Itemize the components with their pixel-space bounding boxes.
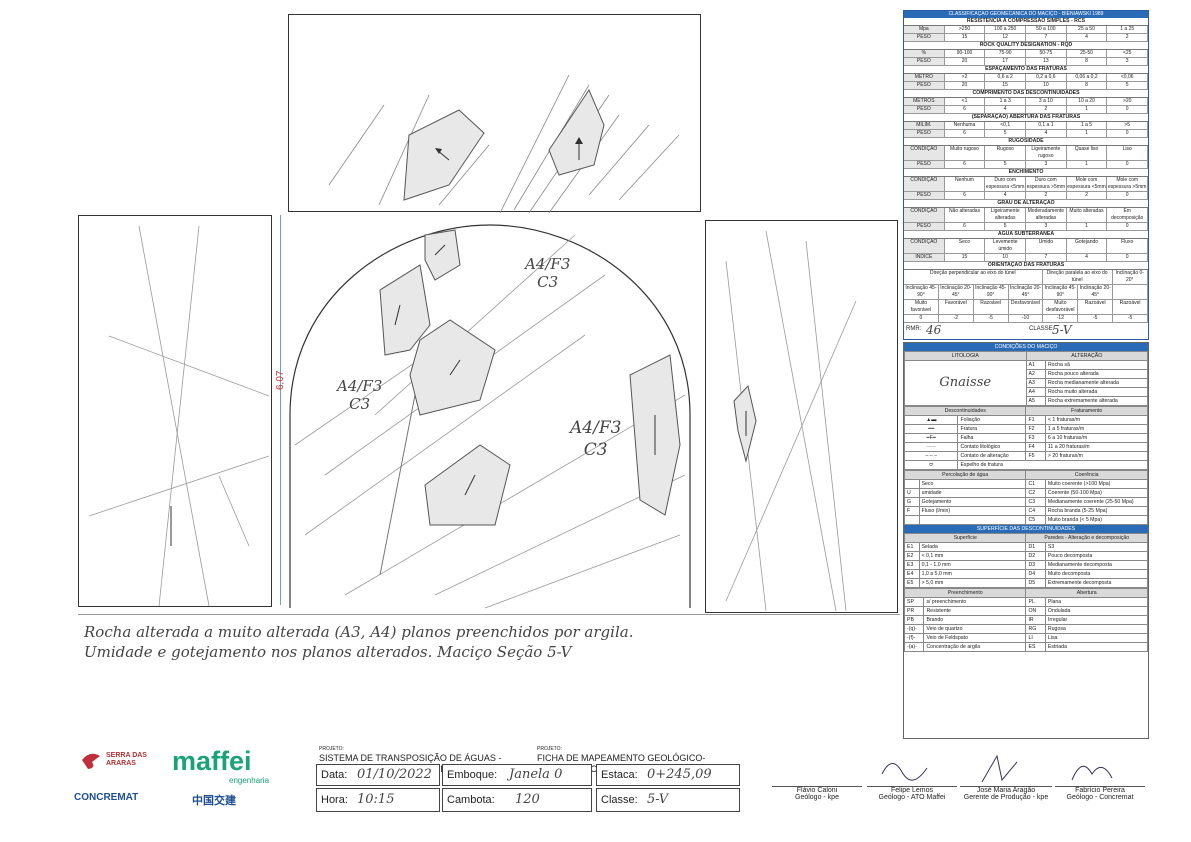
section-title: ROCK QUALITY DESIGNATION - RQD — [904, 42, 1148, 50]
tunnel-front-drawing — [289, 224, 691, 609]
data-field: Data:01/10/2022 — [316, 764, 440, 786]
emboque-field: Emboque:Janela 0 — [442, 764, 592, 786]
crown-sketch-frame — [288, 14, 701, 213]
mirror-symbol: ⬭ — [903, 460, 959, 470]
macaw-icon — [82, 753, 100, 769]
section-title: (SEPARAÇÃO) ABERTURA DAS FRATURAS — [904, 114, 1148, 122]
orientation-row-1: Direção perpendicular ao eixo do túnel D… — [904, 270, 1148, 285]
section-title: GRAU DE ALTERAÇÃO — [904, 200, 1148, 208]
height-dimension-label: 6,07 — [275, 370, 286, 390]
projeto-label: PROJETO: — [319, 746, 344, 752]
classification-title: CLASSIFICAÇÃO GEOMECÂNICA DO MACIÇO - BI… — [904, 11, 1148, 18]
classe-value: 5-V — [1052, 323, 1072, 337]
projeto2-label: PROJETO: — [537, 746, 562, 752]
right-wall-sketch — [725, 230, 857, 612]
serra-logo: SERRA DAS ARARAS — [80, 750, 160, 772]
signatures-drawing — [881, 754, 1113, 783]
section-title: ENCHIMENTO — [904, 169, 1148, 177]
fault-symbol: ━F━ — [903, 433, 959, 443]
orientation-row-2: Inclinação 45-90° Inclinação 20-45° Incl… — [904, 285, 1149, 300]
section-title: COMPRIMENTO DAS DESCONTINUIDADES — [904, 90, 1148, 98]
crcc-logo: 中国交建 — [192, 795, 236, 807]
litologia-value: Gnaisse — [904, 360, 1027, 406]
legend-title: CONDIÇÕES DO MACIÇO — [904, 343, 1148, 351]
section-title: RESISTÊNCIA A COMPRESSÃO SIMPLES - RCS — [904, 18, 1148, 26]
section-title: ÁGUA SUBTERRÂNEA — [904, 231, 1148, 239]
description-line-1: Rocha alterada a muito alterada (A3, A4)… — [84, 623, 634, 641]
section-title: RUGOSIDADE — [904, 138, 1148, 146]
alteration-contact-symbol: ‒ ‒ ‒ — [903, 451, 959, 461]
maffei-logo: maffei — [172, 746, 252, 776]
estaca-field: Estaca:0+245,09 — [596, 764, 740, 786]
maffei-subtitle: engenharia — [229, 776, 270, 785]
contact-symbol: ┈┈┈ — [903, 442, 959, 452]
right-wall-sketch-frame — [705, 220, 898, 613]
orientation-row-4: 0 -2 -5 -10 -12 -5 -5 — [904, 315, 1149, 323]
logo-area: SERRA DAS ARARAS maffei engenharia CONCR… — [72, 744, 312, 814]
description-line-2: Umidade e gotejamento nos planos alterad… — [84, 643, 572, 661]
description-box: Rocha alterada a muito alterada (A3, A4)… — [78, 614, 900, 711]
height-dimension-line — [280, 215, 281, 605]
section-title: ESPAÇAMENTO DAS FRATURAS — [904, 66, 1148, 74]
rmr-result: RMR: 46 CLASSE: 5-V — [906, 323, 1072, 337]
left-wall-sketch-frame — [78, 215, 272, 607]
orientation-title: ORIENTAÇÃO DAS FRATURAS — [904, 262, 1148, 270]
orientation-row-3: Muito favorável Favorável Razoável Desfa… — [904, 300, 1149, 315]
foliation-symbol: ▲▬ — [903, 415, 959, 425]
footer-title-block: SERRA DAS ARARAS maffei engenharia CONCR… — [72, 744, 1149, 814]
classe-field: Classe:5-V — [596, 788, 740, 812]
rmr-classification-panel: CLASSIFICAÇÃO GEOMECÂNICA DO MACIÇO - BI… — [903, 10, 1149, 340]
left-wall-sketch — [88, 225, 270, 607]
concremat-logo: CONCREMAT — [74, 792, 139, 803]
cambota-field: Cambota:120 — [442, 788, 592, 812]
rmr-value: 46 — [926, 323, 942, 337]
superficie-title: SUPERFÍCIE DAS DESCONTINUIDADES — [904, 525, 1148, 533]
hora-field: Hora:10:15 — [316, 788, 440, 812]
fracture-symbol: ━━ — [903, 424, 959, 434]
crown-sketch — [328, 74, 680, 213]
